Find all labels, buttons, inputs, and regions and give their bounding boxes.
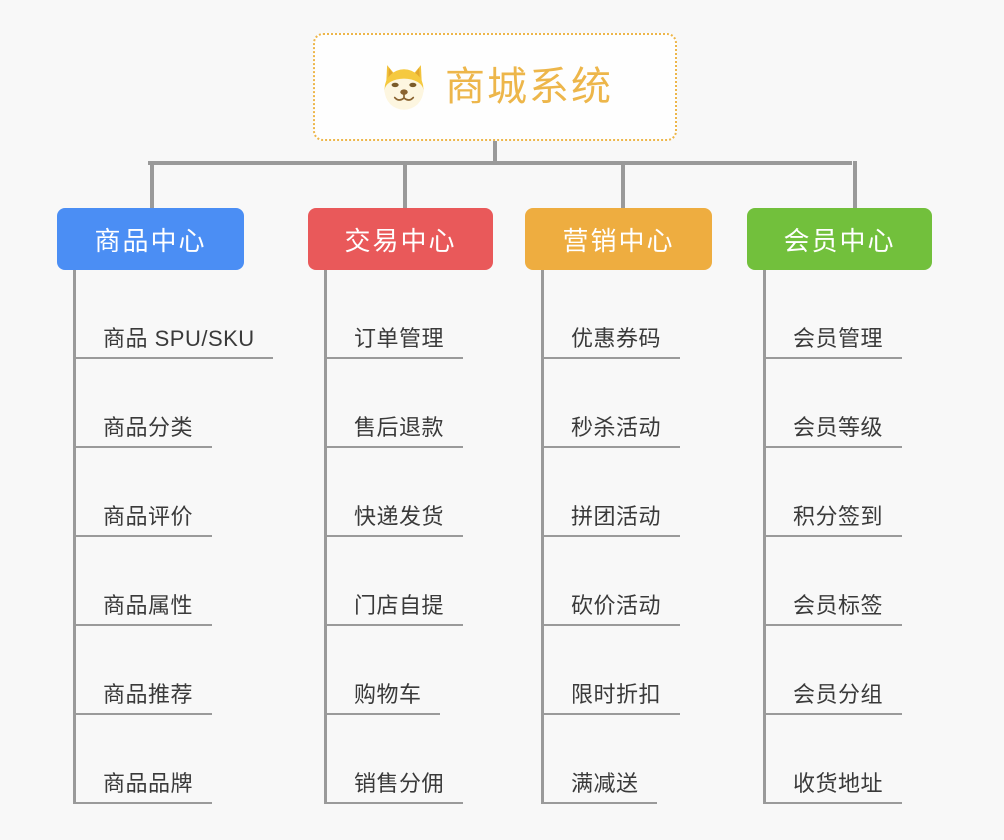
- leaf-item[interactable]: 积分签到: [763, 448, 902, 537]
- leaf-item[interactable]: 满减送: [541, 715, 657, 804]
- connector-drop-1: [150, 161, 154, 208]
- category-column-4: 会员中心会员管理会员等级积分签到会员标签会员分组收货地址: [747, 208, 932, 804]
- leaf-item-label: 商品推荐: [103, 681, 194, 707]
- leaf-item[interactable]: 收货地址: [763, 715, 902, 804]
- leaf-item-label: 快递发货: [354, 503, 445, 529]
- connector-root-stem: [493, 141, 497, 165]
- leaf-item[interactable]: 售后退款: [324, 359, 463, 448]
- leaf-item[interactable]: 商品推荐: [73, 626, 212, 715]
- leaf-item[interactable]: 快递发货: [324, 448, 463, 537]
- leaf-item[interactable]: 购物车: [324, 626, 440, 715]
- leaf-item-label: 会员等级: [793, 414, 884, 440]
- category-header-3[interactable]: 营销中心: [525, 208, 712, 270]
- connector-horizontal-bar: [148, 161, 852, 165]
- category-item-list-1: 商品 SPU/SKU 商品分类商品评价商品属性商品推荐商品品牌: [57, 270, 273, 804]
- leaf-item-label: 拼团活动: [571, 503, 662, 529]
- root-title: 商城系统: [445, 65, 613, 109]
- category-item-list-4: 会员管理会员等级积分签到会员标签会员分组收货地址: [747, 270, 932, 804]
- category-item-list-2: 订单管理售后退款快递发货门店自提购物车销售分佣: [308, 270, 493, 804]
- category-column-2: 交易中心订单管理售后退款快递发货门店自提购物车销售分佣: [308, 208, 493, 804]
- category-header-label: 商品中心: [94, 225, 207, 256]
- leaf-item[interactable]: 门店自提: [324, 537, 463, 626]
- leaf-item[interactable]: 商品 SPU/SKU: [73, 270, 273, 359]
- connector-column-spine-2: [324, 270, 327, 804]
- leaf-item[interactable]: 订单管理: [324, 270, 463, 359]
- leaf-item-label: 优惠券码: [571, 325, 662, 351]
- shiba-dog-face-icon: [384, 65, 424, 110]
- category-header-1[interactable]: 商品中心: [57, 208, 244, 270]
- leaf-item-label: 商品属性: [103, 592, 194, 618]
- leaf-item-label: 砍价活动: [571, 592, 662, 618]
- leaf-item[interactable]: 会员管理: [763, 270, 902, 359]
- category-header-label: 交易中心: [344, 225, 457, 256]
- leaf-item-label: 收货地址: [793, 770, 884, 796]
- leaf-item-label: 商品品牌: [103, 770, 194, 796]
- category-column-3: 营销中心优惠券码秒杀活动拼团活动砍价活动限时折扣满减送: [525, 208, 712, 804]
- leaf-item-label: 积分签到: [793, 503, 884, 529]
- leaf-item-label: 商品评价: [103, 503, 194, 529]
- leaf-item-label: 秒杀活动: [571, 414, 662, 440]
- category-header-4[interactable]: 会员中心: [747, 208, 932, 270]
- leaf-item-label: 订单管理: [354, 325, 445, 351]
- leaf-item-label: 商品 SPU/SKU: [103, 325, 255, 351]
- connector-drop-2: [403, 161, 407, 208]
- category-header-2[interactable]: 交易中心: [308, 208, 493, 270]
- category-column-1: 商品中心商品 SPU/SKU 商品分类商品评价商品属性商品推荐商品品牌: [57, 208, 273, 804]
- leaf-item[interactable]: 拼团活动: [541, 448, 680, 537]
- leaf-item-label: 会员标签: [793, 592, 884, 618]
- connector-column-spine-1: [73, 270, 76, 804]
- leaf-item[interactable]: 砍价活动: [541, 537, 680, 626]
- root-node[interactable]: 商城系统: [313, 33, 677, 141]
- leaf-item-label: 限时折扣: [571, 681, 662, 707]
- leaf-item-label: 销售分佣: [354, 770, 445, 796]
- leaf-item[interactable]: 会员等级: [763, 359, 902, 448]
- leaf-item[interactable]: 会员标签: [763, 537, 902, 626]
- leaf-item[interactable]: 限时折扣: [541, 626, 680, 715]
- leaf-item-label: 会员管理: [793, 325, 884, 351]
- leaf-item-label: 购物车: [354, 681, 422, 707]
- leaf-item[interactable]: 会员分组: [763, 626, 902, 715]
- leaf-item-label: 门店自提: [354, 592, 445, 618]
- connector-drop-3: [621, 161, 625, 208]
- leaf-item[interactable]: 销售分佣: [324, 715, 463, 804]
- leaf-item[interactable]: 秒杀活动: [541, 359, 680, 448]
- leaf-item[interactable]: 优惠券码: [541, 270, 680, 359]
- leaf-item-label: 满减送: [571, 770, 639, 796]
- leaf-item[interactable]: 商品分类: [73, 359, 212, 448]
- leaf-item[interactable]: 商品品牌: [73, 715, 212, 804]
- connector-column-spine-3: [541, 270, 544, 804]
- leaf-item[interactable]: 商品属性: [73, 537, 212, 626]
- leaf-item-label: 售后退款: [354, 414, 445, 440]
- leaf-item[interactable]: 商品评价: [73, 448, 212, 537]
- connector-drop-4: [853, 161, 857, 208]
- category-item-list-3: 优惠券码秒杀活动拼团活动砍价活动限时折扣满减送: [525, 270, 712, 804]
- connector-column-spine-4: [763, 270, 766, 804]
- leaf-item-label: 会员分组: [793, 681, 884, 707]
- category-header-label: 会员中心: [783, 225, 896, 256]
- category-header-label: 营销中心: [562, 225, 675, 256]
- leaf-item-label: 商品分类: [103, 414, 194, 440]
